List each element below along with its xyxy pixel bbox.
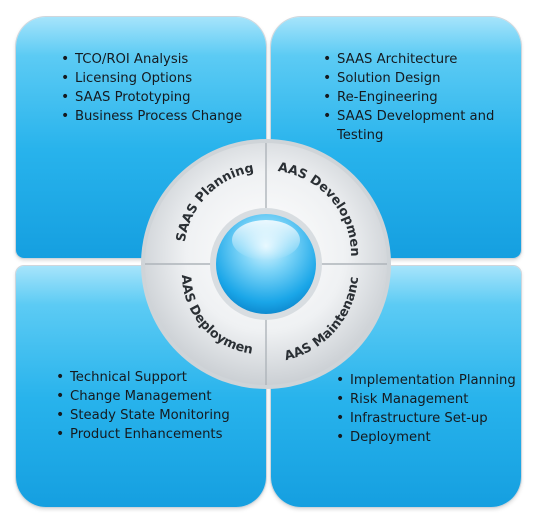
- list-item: Licensing Options: [61, 69, 251, 88]
- list-item: SAAS Development and Testing: [323, 107, 513, 145]
- list-item: Technical Support: [56, 368, 261, 387]
- list-item: Risk Management: [336, 390, 516, 409]
- list-item: SAAS Architecture: [323, 50, 513, 69]
- list-item: Implementation Planning: [336, 371, 516, 390]
- list-item: Steady State Monitoring: [56, 406, 261, 425]
- list-item: Deployment: [336, 428, 516, 447]
- panel-bottom-left: Technical Support Change Management Stea…: [16, 266, 266, 507]
- deployment-task-list: Implementation Planning Risk Management …: [336, 371, 516, 447]
- planning-task-list: TCO/ROI Analysis Licensing Options SAAS …: [61, 50, 251, 126]
- development-task-list: SAAS Architecture Solution Design Re-Eng…: [323, 50, 513, 145]
- list-item: Re-Engineering: [323, 88, 513, 107]
- list-item: Business Process Change: [61, 107, 251, 126]
- list-item: SAAS Prototyping: [61, 88, 251, 107]
- list-item: Change Management: [56, 387, 261, 406]
- list-item: Product Enhancements: [56, 425, 261, 444]
- list-item: TCO/ROI Analysis: [61, 50, 251, 69]
- orb-highlight: [232, 220, 300, 260]
- list-item: Solution Design: [323, 69, 513, 88]
- maintenance-task-list: Technical Support Change Management Stea…: [56, 368, 261, 444]
- list-item: Infrastructure Set-up: [336, 409, 516, 428]
- panel-top-left: TCO/ROI Analysis Licensing Options SAAS …: [16, 17, 266, 258]
